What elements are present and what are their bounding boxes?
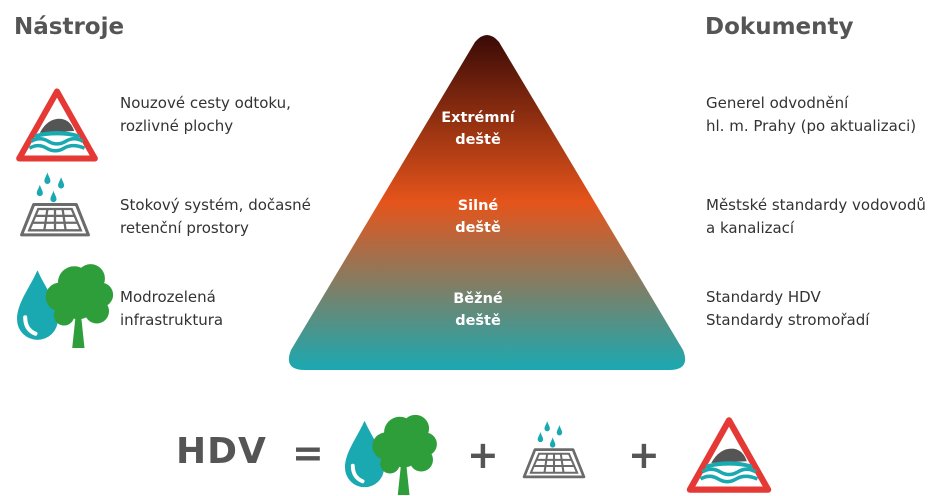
document-item-line: Standardy stromořadí [706,311,870,329]
documents-heading: Dokumenty [705,14,854,40]
rainfall-pyramid [288,35,686,370]
tool-item-line: infrastruktura [120,311,224,329]
pyramid-level-line: Silné [457,198,499,214]
drain-grate-icon [12,168,98,244]
document-item-water-standards: Městské standardy vodovodů a kanalizací [706,194,926,240]
document-item-line: Standardy HDV [706,288,821,306]
tool-item-line: Modrozelená [120,288,216,306]
equation-plus-sign: + [628,433,660,477]
tool-item-line: rozlivné plochy [120,117,234,135]
tools-heading: Nástroje [14,14,125,40]
hdv-equation: HDV = + + [0,405,944,496]
pyramid-level-line: deště [455,132,501,148]
flood-warning-sign-icon [14,86,100,164]
document-item-line: a kanalizací [706,219,795,237]
water-drop-tree-icon [336,407,440,495]
tool-item-line: Stokový systém, dočasné [120,196,311,214]
pyramid-level-heavy: Silné deště [398,195,558,239]
document-item-line: Generel odvodnění [706,94,849,112]
equation-hdv-label: HDV [176,431,267,472]
document-item-hdv-standards: Standardy HDV Standardy stromořadí [706,286,869,332]
pyramid-level-common: Běžné deště [398,288,558,332]
flood-warning-sign-icon [684,415,774,495]
tool-item-line: retenční prostory [120,219,249,237]
pyramid-level-line: deště [455,220,501,236]
pyramid-level-line: Běžné [453,291,503,307]
tool-item-line: Nouzové cesty odtoku, [120,94,291,112]
document-item-line: hl. m. Prahy (po aktualizaci) [706,117,917,135]
tool-item-blue-green: Modrozelená infrastruktura [120,286,223,332]
document-item-line: Městské standardy vodovodů [706,196,926,214]
drain-grate-icon [520,411,588,491]
pyramid-level-line: Extrémní [441,110,515,126]
pyramid-level-extreme: Extrémní deště [398,107,558,151]
tool-item-sewer-system: Stokový systém, dočasné retenční prostor… [120,194,311,240]
pyramid-level-line: deště [455,313,501,329]
tool-item-emergency-paths: Nouzové cesty odtoku, rozlivné plochy [120,92,291,138]
equation-equals-sign: = [292,431,324,475]
water-drop-tree-icon [10,256,114,348]
equation-plus-sign: + [467,433,499,477]
document-item-drainage-plan: Generel odvodnění hl. m. Prahy (po aktua… [706,92,916,138]
